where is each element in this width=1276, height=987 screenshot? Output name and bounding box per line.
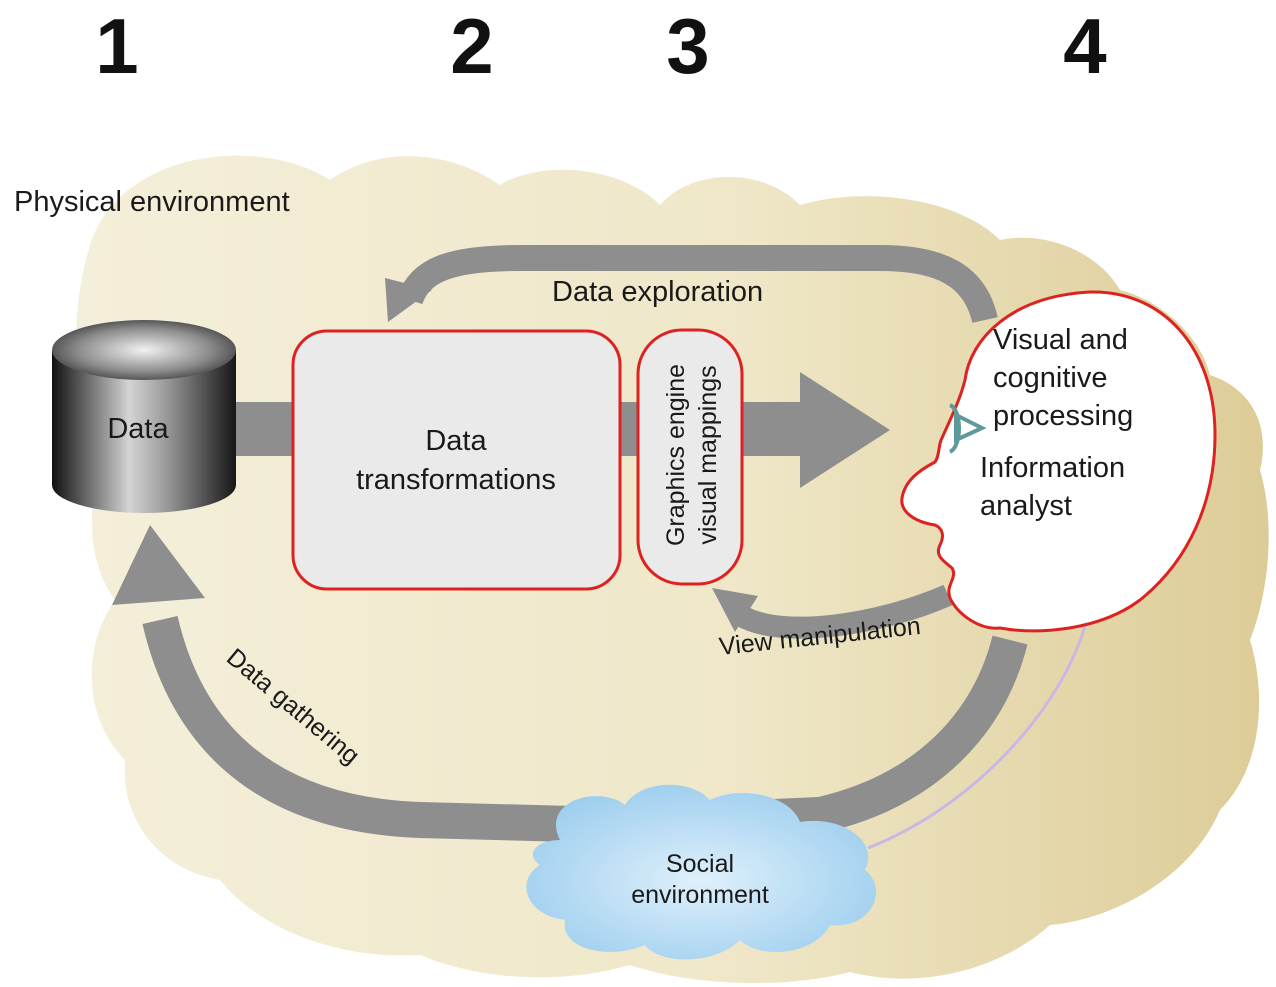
graphics-engine-label-line2: visual mappings bbox=[694, 365, 722, 544]
analyst-head bbox=[900, 290, 1217, 633]
data-label: Data bbox=[107, 413, 169, 445]
graphics-engine-box bbox=[636, 328, 744, 586]
social-link-line bbox=[867, 589, 1094, 850]
data-gathering-arrow bbox=[112, 525, 1028, 843]
analyst-label-line2: analyst bbox=[980, 490, 1072, 522]
physical-environment-label: Physical environment bbox=[14, 186, 290, 218]
data-transformations-box bbox=[291, 329, 622, 591]
data-transformations-label-line2: transformations bbox=[356, 464, 556, 496]
social-environment-cloud bbox=[526, 784, 877, 960]
stage-number-4: 4 bbox=[1063, 2, 1106, 90]
eye-icon bbox=[948, 403, 987, 454]
data-exploration-arrow bbox=[385, 245, 998, 324]
visual-processing-label-line3: processing bbox=[993, 400, 1133, 432]
analyst-label-line1: Information bbox=[980, 452, 1125, 484]
graphics-engine-label-line1: Graphics engine bbox=[662, 364, 690, 546]
social-environment-label-line2: environment bbox=[631, 881, 769, 909]
data-transformations-label-line1: Data bbox=[425, 425, 487, 457]
view-manipulation-arrow bbox=[712, 584, 953, 639]
visual-processing-label-line1: Visual and bbox=[993, 324, 1128, 356]
data-exploration-label: Data exploration bbox=[552, 276, 763, 308]
social-environment-label-line1: Social bbox=[666, 850, 734, 878]
stage-number-2: 2 bbox=[450, 2, 493, 90]
data-cylinder bbox=[52, 320, 236, 513]
stage-number-3: 3 bbox=[666, 2, 709, 90]
stage-number-1: 1 bbox=[95, 2, 138, 90]
visual-processing-label-line2: cognitive bbox=[993, 362, 1107, 394]
